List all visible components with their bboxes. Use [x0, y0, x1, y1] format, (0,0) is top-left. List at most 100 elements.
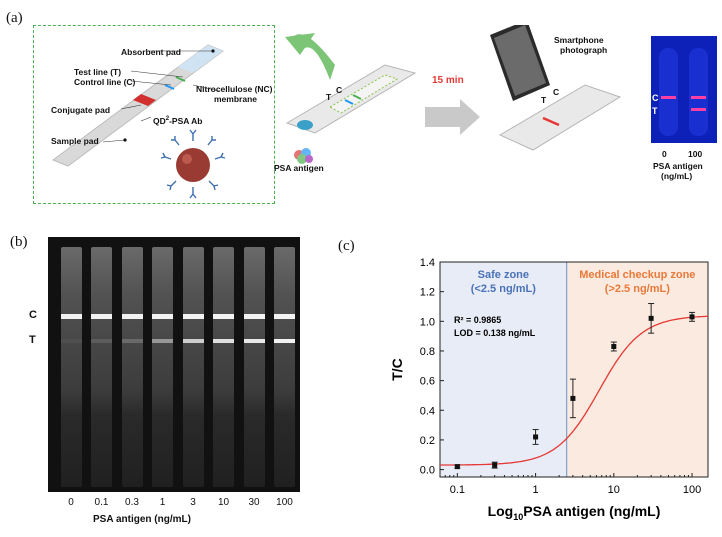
- gel-control-band: [274, 314, 295, 319]
- cassette-2-control-line: [542, 116, 560, 127]
- gel-control-band: [60, 314, 82, 319]
- data-point: [689, 314, 695, 320]
- panel-label-b: (b): [10, 234, 28, 250]
- gel-test-band: [60, 339, 82, 343]
- cassette-2-c-label: C: [553, 87, 560, 97]
- y-tick-label: 0.6: [420, 376, 435, 388]
- gel-control-band: [152, 314, 173, 319]
- y-tick-label: 0.8: [420, 346, 435, 358]
- y-tick-label: 0.4: [420, 405, 435, 417]
- quantum-dot-bead: [176, 148, 210, 182]
- gel-control-band: [91, 314, 112, 319]
- gel-test-band: [243, 339, 265, 343]
- r-squared-annotation: R² = 0.9865: [454, 315, 501, 325]
- photo-control-band-100: [691, 96, 706, 99]
- gel-lane-label: 1: [159, 497, 166, 508]
- photo-tick-100: 100: [688, 149, 703, 159]
- photo-control-band-0: [661, 96, 676, 99]
- safe-zone-subtitle: (<2.5 ng/mL): [471, 283, 536, 295]
- gel-lane: [213, 247, 234, 487]
- medical-zone-subtitle: (>2.5 ng/mL): [605, 283, 670, 295]
- y-tick-label: 0.0: [420, 465, 435, 477]
- x-tick-label: 1: [533, 484, 539, 496]
- gel-control-band: [182, 314, 204, 319]
- gel-lane-label: 0.1: [94, 497, 109, 508]
- data-point: [570, 395, 576, 401]
- gel-test-band: [213, 339, 234, 343]
- grey-process-arrow: [425, 99, 480, 135]
- gel-t-label: T: [29, 334, 36, 346]
- panel-label-c: (c): [338, 238, 355, 254]
- lod-annotation: LOD = 0.138 ng/mL: [454, 328, 536, 338]
- x-axis-label-sub: 10: [513, 512, 523, 522]
- cassette-1-t-label: T: [326, 92, 332, 102]
- gel-lane: [182, 247, 204, 487]
- smartphone-label-1: Smartphone: [554, 35, 604, 45]
- medical-zone-region: [566, 262, 708, 477]
- x-tick-label: 0.1: [450, 484, 465, 496]
- gel-lane-label: 0: [68, 497, 74, 508]
- gel-control-band: [213, 314, 234, 319]
- qd-psa-ab-label: QD2-PSA Ab: [153, 116, 203, 126]
- gel-lane: [60, 247, 82, 487]
- fluorescence-photo: C T: [651, 36, 717, 143]
- y-axis-label: T/C: [389, 358, 405, 381]
- x-axis-label-log: Log: [488, 503, 514, 519]
- smartphone-label-2: photograph: [560, 45, 608, 55]
- gel-c-label: C: [29, 309, 37, 321]
- absorbent-pad-shape: [178, 45, 223, 73]
- x-axis-label-rest: PSA antigen (ng/mL): [523, 503, 660, 519]
- gel-test-band: [182, 339, 204, 343]
- sample-pad-label: Sample pad: [51, 136, 99, 146]
- gel-control-band: [243, 314, 265, 319]
- panel-label-a: (a): [6, 10, 23, 26]
- nitrocellulose-label-2: membrane: [214, 94, 257, 104]
- gel-image: [48, 237, 300, 492]
- psa-antigen-label: PSA antigen: [274, 163, 324, 173]
- medical-zone-title: Medical checkup zone: [579, 269, 695, 281]
- photo-label-2: (ng/mL): [661, 171, 693, 181]
- gel-lane: [152, 247, 173, 487]
- x-axis-label: Log10PSA antigen (ng/mL): [488, 503, 661, 522]
- antibody-icons: [160, 129, 226, 199]
- strip-illustration: [51, 44, 226, 199]
- plot-frame: [439, 261, 709, 478]
- gel-lane: [274, 247, 295, 487]
- time-label: 15 min: [432, 75, 464, 86]
- test-line-label: Test line (T): [74, 67, 122, 77]
- gel-lane-label: 0.3: [125, 497, 139, 508]
- cassette-1-c-label: C: [336, 85, 343, 95]
- strip-control-line: [164, 84, 175, 90]
- photo-t-label: T: [652, 106, 658, 116]
- control-line-label: Control line (C): [74, 77, 136, 87]
- lateral-flow-strip-diagram: [33, 25, 275, 204]
- gel-test-band: [91, 339, 112, 343]
- cassette-workflow: [285, 25, 622, 164]
- cassette-1-test-line: [352, 94, 362, 100]
- strip-test-line: [175, 76, 186, 82]
- photo-c-label: C: [652, 93, 659, 103]
- data-point: [648, 315, 654, 321]
- gel-xlabel: PSA antigen (ng/mL): [93, 514, 191, 525]
- conjugate-pad-shape: [133, 94, 156, 106]
- photo-test-band-100: [691, 108, 706, 111]
- absorbent-pad-label: Absorbent pad: [121, 47, 181, 57]
- y-tick-label: 1.4: [420, 257, 435, 269]
- x-tick-label: 10: [608, 484, 620, 496]
- y-tick-label: 1.0: [420, 316, 435, 328]
- gel-lane: [91, 247, 112, 487]
- cassette-2-t-label: T: [541, 95, 547, 105]
- sample-well: [297, 120, 313, 130]
- y-tick-label: 0.2: [420, 435, 435, 447]
- gel-lane: [243, 247, 265, 487]
- data-point: [454, 464, 460, 470]
- data-point: [533, 434, 539, 440]
- fit-curve: [439, 315, 709, 466]
- gel-lane-label: 100: [276, 497, 293, 508]
- safe-zone-title: Safe zone: [478, 269, 529, 281]
- safe-zone-region: [440, 262, 567, 477]
- gel-lane-label: 3: [190, 497, 196, 508]
- x-tick-label: 100: [683, 484, 701, 496]
- cassette-2: [498, 84, 622, 151]
